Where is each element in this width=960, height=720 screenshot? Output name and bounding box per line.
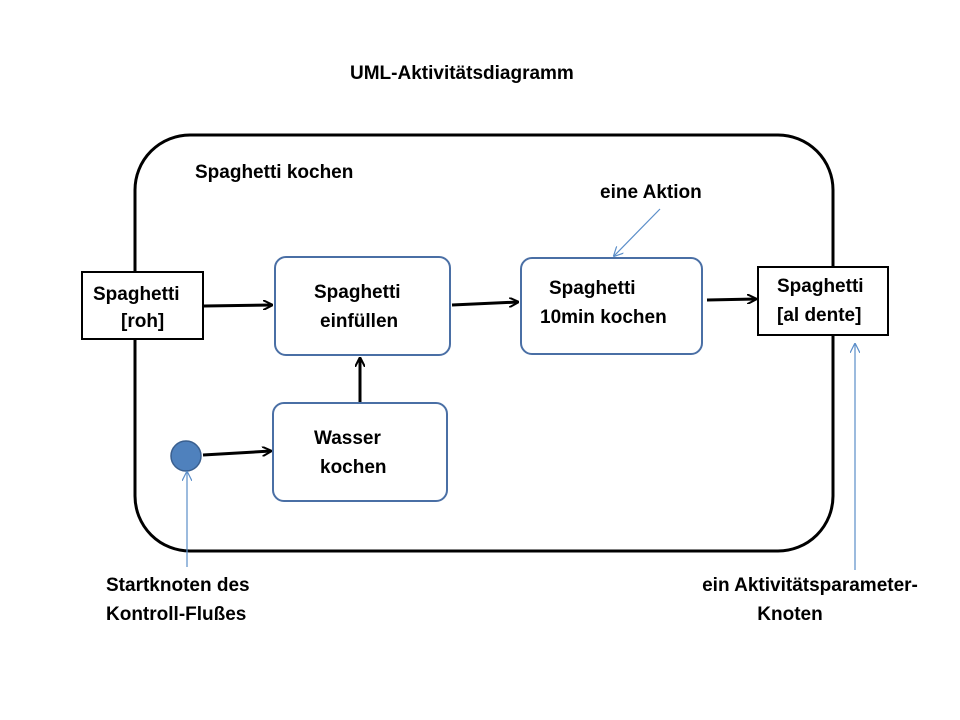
input-param-line2: [roh] [121,311,165,332]
flow-input-to-fill [203,305,272,306]
action-fill-spaghetti: Spaghetti einfüllen [274,256,451,356]
cook-line1: Spaghetti [549,278,636,299]
start-node [170,440,202,472]
water-line2: kochen [320,457,387,478]
output-param-line1: Spaghetti [777,276,864,297]
output-parameter-node: Spaghetti [al dente] [757,266,889,336]
output-param-line2: [al dente] [777,305,862,326]
annotation-param-line2: Knoten [757,604,823,625]
activity-frame [133,133,835,553]
fill-line2: einfüllen [320,311,399,332]
activity-name: Spaghetti kochen [195,162,354,183]
action-cook-spaghetti: Spaghetti 10min kochen [520,257,703,355]
input-param-line1: Spaghetti [93,284,180,305]
annotation-action: eine Aktion [600,182,702,203]
flow-cook-to-output [706,299,756,300]
cook-line2: 10min kochen [540,307,667,328]
annotation-start-line1: Startknoten des [106,575,250,596]
flow-fill-to-cook [451,302,518,305]
input-parameter-node: Spaghetti [roh] [81,271,204,340]
fill-line1: Spaghetti [314,282,401,303]
flow-start-to-water [202,451,271,455]
annotation-param-line1: ein Aktivitätsparameter- [702,575,918,596]
water-line1: Wasser [314,428,381,449]
annotation-pointer-action [614,208,661,256]
annotation-start-line2: Kontroll-Flußes [106,604,247,625]
action-boil-water: Wasser kochen [272,402,448,502]
diagram-title: UML-Aktivitätsdiagramm [350,63,574,84]
